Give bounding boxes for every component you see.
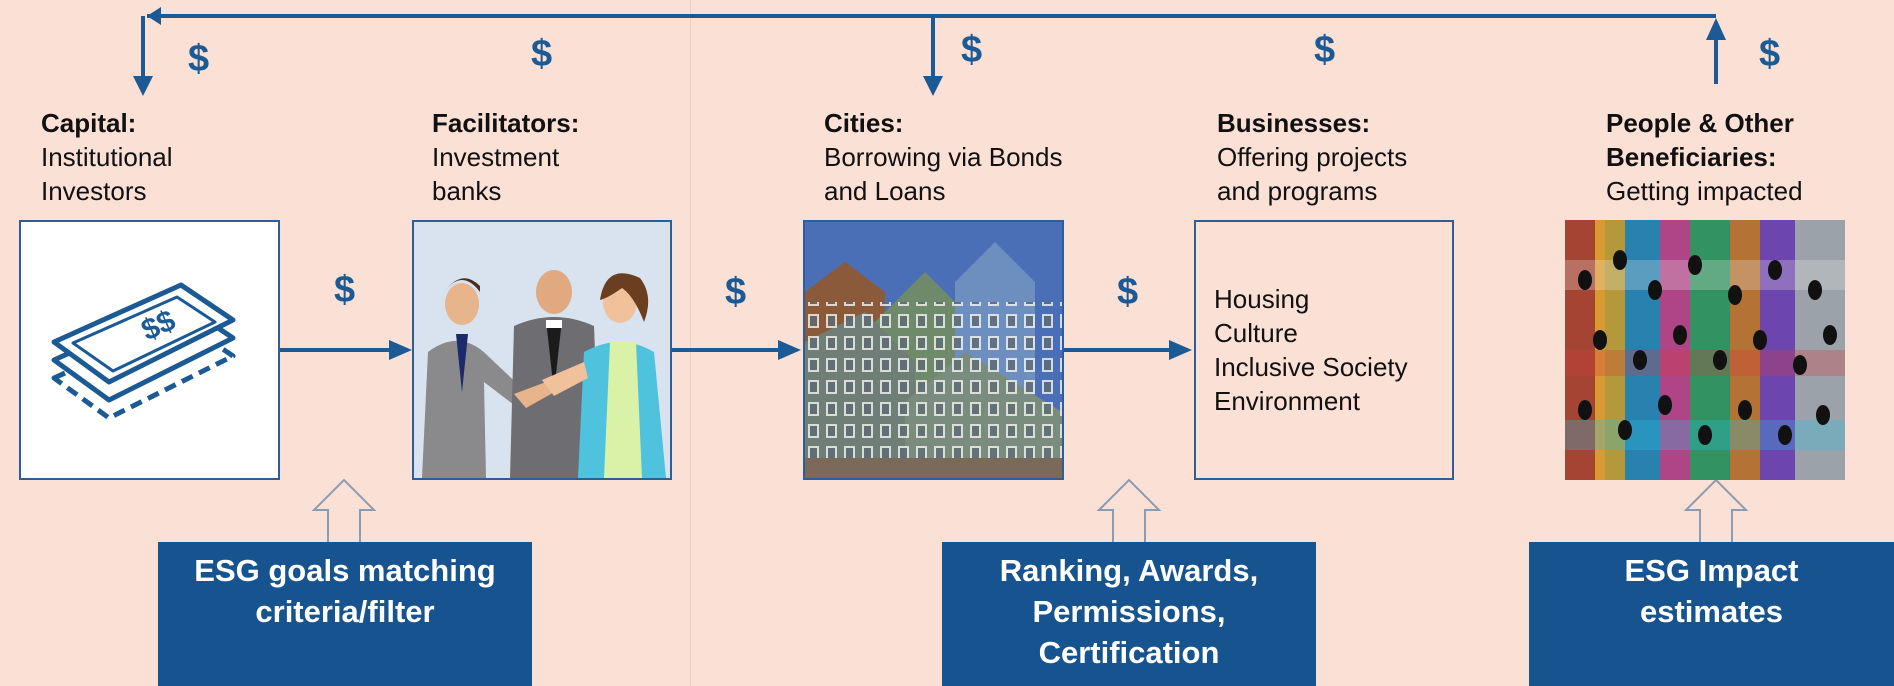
stage-description: banks: [432, 176, 502, 206]
stage-facilitators-label: Facilitators: Investment banks: [432, 106, 579, 208]
stage-description: and programs: [1217, 176, 1378, 206]
businesses-list-box: Housing Culture Inclusive Society Enviro…: [1194, 220, 1454, 480]
hollow-up-arrow-icon: [1683, 478, 1749, 546]
list-item: Culture: [1214, 318, 1298, 348]
dollar-icon: $: [1117, 271, 1139, 313]
stage-heading: Beneficiaries:: [1606, 142, 1777, 172]
beneficiaries-image-box: [1565, 220, 1845, 480]
capital-image-box: $$: [19, 220, 280, 480]
list-item: Environment: [1214, 386, 1360, 416]
info-box-esg-impact: ESG Impact estimates: [1529, 542, 1894, 686]
arrow-capital-to-facilitators: [280, 340, 412, 360]
stage-businesses-label: Businesses: Offering projects and progra…: [1217, 106, 1407, 208]
stage-cities-label: Cities: Borrowing via Bonds and Loans: [824, 106, 1062, 208]
info-line: estimates: [1639, 594, 1784, 629]
stage-heading: Facilitators:: [432, 108, 580, 138]
hollow-up-arrow-icon: [311, 478, 377, 546]
dollar-icon: $: [531, 33, 553, 75]
up-arrow-beneficiaries: [1706, 18, 1726, 84]
down-arrow-cities: [923, 16, 943, 96]
handshake-illustration: [422, 270, 666, 478]
facilitators-image-box: [412, 220, 672, 480]
stage-description: and Loans: [824, 176, 946, 206]
info-box-ranking: Ranking, Awards, Permissions, Certificat…: [942, 542, 1316, 686]
stage-heading: Businesses:: [1217, 108, 1371, 138]
money-stack-icon: $$: [51, 282, 236, 421]
hollow-up-arrow-icon: [1096, 478, 1162, 546]
info-line: ESG Impact: [1624, 553, 1799, 588]
arrow-facilitators-to-cities: [671, 340, 801, 360]
stage-description: Getting impacted: [1606, 176, 1803, 206]
down-arrow-capital: [133, 16, 153, 96]
stage-description: Offering projects: [1217, 142, 1408, 172]
dollar-icon: $: [188, 38, 210, 80]
dollar-icon: $: [334, 269, 356, 311]
stage-beneficiaries-label: People & Other Beneficiaries: Getting im…: [1606, 106, 1803, 208]
stage-heading: People & Other: [1606, 108, 1794, 138]
info-box-esg-goals: ESG goals matching criteria/filter: [158, 542, 532, 686]
crowd-painting-image: [1565, 220, 1845, 480]
stage-description: Institutional: [41, 142, 173, 172]
list-item: Inclusive Society: [1214, 352, 1408, 382]
center-divider: [690, 0, 691, 686]
stage-description: Investment: [432, 142, 560, 172]
info-line: criteria/filter: [255, 594, 435, 629]
info-line: ESG goals matching: [194, 553, 496, 588]
dollar-icon: $: [725, 271, 747, 313]
cities-image-box: [803, 220, 1064, 480]
stage-heading: Cities:: [824, 108, 904, 138]
dollar-icon: $: [1759, 33, 1781, 75]
stage-heading: Capital:: [41, 108, 137, 138]
stage-capital-label: Capital: Institutional Investors: [41, 106, 173, 208]
arrow-cities-to-businesses: [1064, 340, 1192, 360]
dollar-icon: $: [961, 29, 983, 71]
info-line: Certification: [1038, 635, 1220, 670]
list-item: Housing: [1214, 284, 1310, 314]
city-buildings-image: [805, 222, 1062, 478]
info-line: Ranking, Awards,: [999, 553, 1259, 588]
dollar-icon: $: [1314, 29, 1336, 71]
stage-description: Investors: [41, 176, 147, 206]
stage-description: Borrowing via Bonds: [824, 142, 1063, 172]
info-line: Permissions,: [1032, 594, 1226, 629]
